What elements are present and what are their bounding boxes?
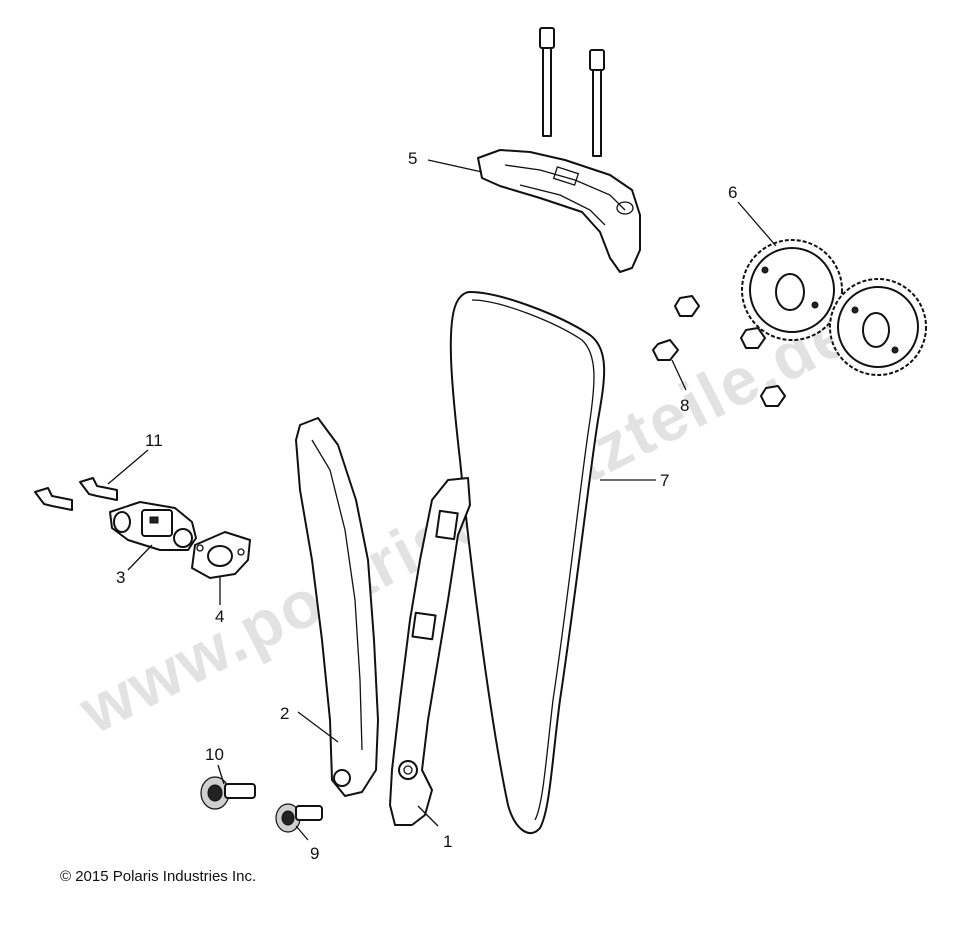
leader-11 (107, 449, 149, 485)
leader-6 (737, 201, 777, 247)
callout-4: 4 (215, 607, 224, 626)
leader-1 (417, 805, 439, 827)
callout-3: 3 (116, 568, 125, 587)
callout-7: 7 (660, 471, 669, 490)
guide-pivot-bolt-10 (200, 776, 256, 810)
callout-8: 8 (680, 396, 689, 415)
tensioner-guide-right (389, 477, 471, 826)
leader-10 (217, 764, 225, 785)
leader-5 (427, 159, 483, 173)
leader-3 (127, 544, 153, 571)
bolt-pair-5 (539, 27, 605, 157)
callout-1: 1 (443, 832, 452, 851)
cam-sprockets (741, 239, 927, 376)
sprocket-bolts (652, 295, 786, 407)
chain-tensioner (109, 501, 197, 551)
guide-pivot-bolt-9 (275, 803, 323, 833)
timing-chain (449, 291, 606, 834)
tensioner-bolts (34, 477, 118, 511)
callout-6: 6 (728, 183, 737, 202)
leader-8 (671, 359, 687, 391)
leader-2 (297, 711, 339, 743)
copyright-notice: © 2015 Polaris Industries Inc. (60, 868, 257, 885)
upper-chain-guide (477, 149, 641, 273)
callout-10: 10 (205, 745, 224, 764)
leader-9 (295, 825, 309, 841)
tensioner-guide-left (295, 417, 379, 797)
callout-5: 5 (408, 149, 417, 168)
callout-2: 2 (280, 704, 289, 723)
tensioner-gasket (191, 531, 251, 579)
callout-11: 11 (145, 431, 163, 450)
callout-9: 9 (310, 844, 319, 863)
